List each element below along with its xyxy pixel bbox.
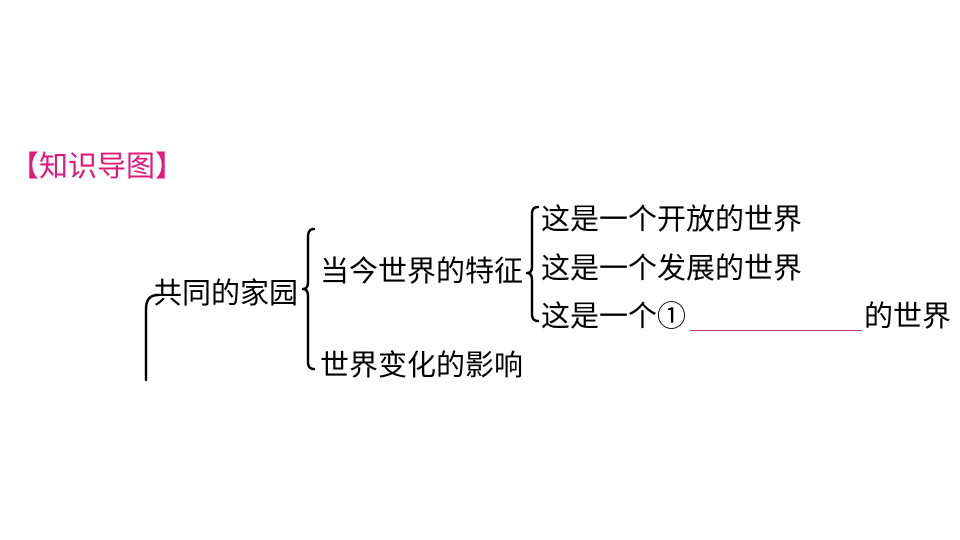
- root-node-label: 共同的家园: [153, 276, 299, 310]
- level1-brace: [301, 227, 316, 371]
- leaf-fill-in-suffix: 的世界: [864, 299, 952, 333]
- leaf-fill-in-prefix: 这是一个: [541, 299, 658, 333]
- section-heading: 【知识导图】: [10, 149, 185, 183]
- level2-brace: [525, 205, 540, 323]
- node-world-characteristics: 当今世界的特征: [320, 254, 524, 288]
- leaf-fill-in-world: 这是一个①: [541, 298, 686, 334]
- fill-in-blank-1[interactable]: [690, 330, 862, 331]
- node-world-change-impact: 世界变化的影响: [320, 348, 524, 382]
- blank-marker-1: ①: [657, 299, 687, 333]
- leaf-developing-world: 这是一个发展的世界: [541, 251, 803, 285]
- leaf-open-world: 这是一个开放的世界: [541, 202, 803, 236]
